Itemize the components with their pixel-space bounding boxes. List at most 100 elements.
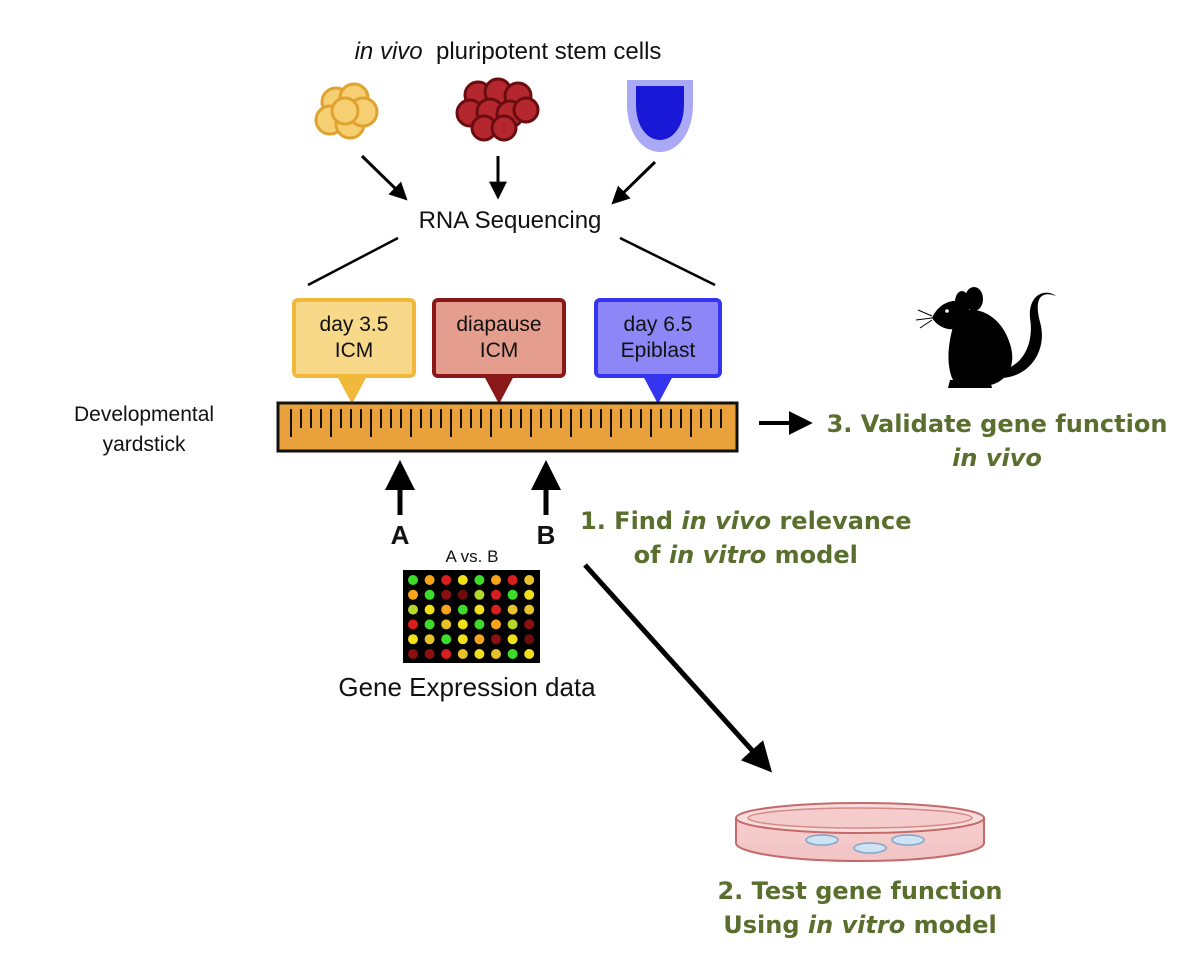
microarray-dot: [441, 649, 452, 659]
microarray-dot: [524, 634, 535, 645]
stage-box-day35: day 3.5 ICM: [292, 298, 416, 378]
microarray-dot: [474, 619, 485, 630]
yardstick-bar: [276, 401, 739, 453]
fan-line-right: [619, 236, 716, 287]
microarray-dot: [474, 649, 485, 659]
microarray-dot: [507, 649, 518, 659]
microarray-dot: [441, 575, 452, 585]
microarray-dot: [491, 589, 501, 600]
microarray-dot: [491, 619, 501, 630]
step1-line1: 1. Find in vivo relevance: [580, 504, 912, 538]
microarray-dot: [408, 589, 418, 600]
microarray-dot: [491, 634, 501, 645]
step1-line2-post: model: [766, 541, 858, 569]
microarray-dot: [457, 619, 468, 630]
microarray-dot: [408, 634, 418, 645]
microarray-dot: [507, 604, 518, 615]
microarray-dot: [524, 604, 535, 615]
microarray-dots: [408, 575, 535, 659]
microarray-dot: [424, 649, 435, 659]
microarray-dot: [507, 575, 518, 585]
stage-pointer-day65: [642, 374, 674, 404]
petri-dish-icon: [735, 802, 985, 862]
microarray-dot: [408, 619, 418, 630]
microarray-dot: [441, 634, 452, 645]
step3-line2: in vivo: [827, 441, 1168, 475]
yardstick-label-line1: Developmental: [74, 403, 215, 426]
gene-expression-label: Gene Expression data: [338, 672, 596, 702]
step2-line1: 2. Test gene function: [717, 877, 1003, 905]
microarray-dot: [524, 619, 535, 630]
step1-line2: of in vitro model: [580, 538, 912, 572]
header-title: in vivo pluripotent stem cells: [355, 38, 662, 66]
step1-pre: 1. Find: [580, 507, 682, 535]
step2-line2-post: model: [905, 911, 997, 939]
microarray-dot: [474, 604, 485, 615]
stage-day35-line1: day 3.5: [319, 313, 389, 336]
microarray-dot: [474, 575, 485, 585]
step3-line1: 3. Validate gene function: [826, 410, 1168, 438]
microarray-dot: [424, 634, 435, 645]
microarray-dot: [424, 575, 435, 585]
stage-pointer-diapause: [483, 374, 515, 404]
microarray-dot: [491, 604, 501, 615]
step3-text: 3. Validate gene function in vivo: [827, 407, 1168, 475]
microarray-dot: [441, 604, 452, 615]
step2-line2: Using in vitro model: [717, 908, 1002, 942]
sample-b-label: B: [536, 520, 556, 550]
step3-line2-italic: in vivo: [952, 444, 1042, 472]
microarray-panel: [403, 570, 540, 663]
step1-post: relevance: [771, 507, 912, 535]
arrow-icm-to-rna: [360, 154, 408, 201]
header-title-italic: in vivo: [354, 38, 423, 65]
microarray-dot: [457, 649, 468, 659]
step2-text: 2. Test gene function Using in vitro mod…: [717, 874, 1002, 942]
stage-pointer-day35: [336, 374, 368, 404]
microarray-dot: [507, 589, 518, 600]
stage-box-diapause: diapause ICM: [432, 298, 566, 378]
sample-a-label: A: [390, 520, 410, 550]
arrow-epiblast-to-rna: [611, 160, 657, 205]
yardstick-label-line2: yardstick: [102, 433, 186, 456]
microarray-dot: [424, 619, 435, 630]
microarray-dot: [457, 589, 468, 600]
step1-line2-pre: of: [633, 541, 669, 569]
microarray-dot: [457, 575, 468, 585]
step1-line2-italic: in vitro: [668, 541, 767, 569]
microarray-dot: [457, 604, 468, 615]
microarray-dot: [524, 649, 535, 659]
microarray-dot: [441, 619, 452, 630]
step1-italic: in vivo: [681, 507, 772, 535]
step1-text: 1. Find in vivo relevance of in vitro mo…: [580, 504, 912, 572]
comparison-label: A vs. B: [445, 547, 499, 566]
step2-line2-italic: in vitro: [807, 911, 906, 939]
epiblast-cup-icon: [627, 80, 693, 152]
microarray-dot: [507, 619, 518, 630]
mouse-icon: [915, 287, 1056, 388]
stage-diapause-line2: ICM: [479, 339, 519, 362]
microarray-dot: [457, 634, 468, 645]
microarray-dot: [474, 589, 485, 600]
stage-box-day65: day 6.5 Epiblast: [594, 298, 722, 378]
microarray-dot: [424, 604, 435, 615]
icm-cell-cluster-icon: [314, 82, 379, 140]
fan-line-left: [307, 236, 399, 287]
diapause-cell-cluster-icon: [455, 77, 540, 142]
microarray-dot: [507, 634, 518, 645]
step2-line2-pre: Using: [723, 911, 808, 939]
microarray-dot: [474, 634, 485, 645]
rna-sequencing-label: RNA Sequencing: [418, 207, 602, 234]
yardstick-ticks: [290, 409, 722, 437]
microarray-dot: [524, 575, 535, 585]
microarray-dot: [491, 575, 501, 585]
microarray-dot: [441, 589, 452, 600]
stage-diapause-line1: diapause: [456, 313, 542, 336]
yardstick-label: Developmental yardstick: [74, 400, 214, 460]
microarray-dot: [491, 649, 501, 659]
stage-day65-line1: day 6.5: [623, 313, 693, 336]
stage-day35-line2: ICM: [334, 339, 374, 362]
microarray-dot: [524, 589, 535, 600]
microarray-dot: [408, 649, 418, 659]
